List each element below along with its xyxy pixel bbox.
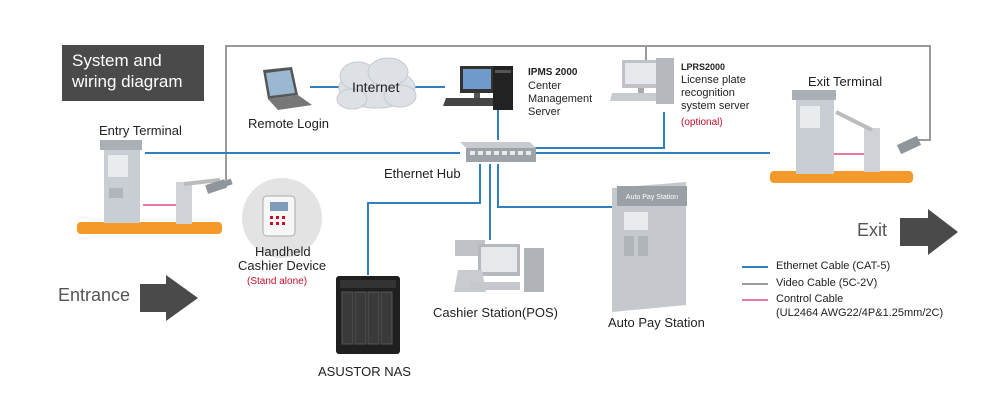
video-cable-lines xyxy=(225,45,931,180)
legend-ethernet-swatch xyxy=(742,266,768,268)
legend-video-label: Video Cable (5C-2V) xyxy=(776,277,878,289)
diagram-title-line2: wiring diagram xyxy=(72,72,183,91)
legend-video-swatch xyxy=(742,283,768,285)
laptop-icon xyxy=(263,67,312,110)
lprs-optional-note: (optional) xyxy=(681,117,723,128)
entry-terminal-icon xyxy=(77,140,233,234)
handheld-label-line1: Handheld xyxy=(255,244,311,259)
cashier-station-icon xyxy=(454,240,544,292)
ipms-line4: Server xyxy=(528,106,561,118)
handheld-standalone-note: (Stand alone) xyxy=(247,276,308,287)
lprs-name: LPRS2000 xyxy=(681,62,726,72)
ipms-name: IPMS 2000 xyxy=(528,67,578,78)
exit-terminal-label: Exit Terminal xyxy=(808,74,883,89)
lprs-line2: License plate xyxy=(681,74,746,86)
ipms-server-icon xyxy=(443,66,513,110)
legend-control-swatch xyxy=(742,299,768,301)
legend-control-spec: (UL2464 AWG22/4P&1.25mm/2C) xyxy=(776,307,944,319)
auto-pay-station-icon: Auto Pay Station xyxy=(612,182,687,312)
entrance-label: Entrance xyxy=(58,285,131,305)
ipms-line3: Management xyxy=(528,93,593,105)
handheld-device-icon xyxy=(242,178,322,258)
ethernet-hub-icon xyxy=(460,142,536,162)
cashier-station-label: Cashier Station(POS) xyxy=(433,305,558,320)
asustor-nas-icon xyxy=(336,276,400,354)
diagram-title-box: System and wiring diagram xyxy=(62,45,204,101)
legend-ethernet-label: Ethernet Cable (CAT-5) xyxy=(776,260,891,272)
entrance-arrow-icon xyxy=(140,275,198,321)
legend-control-label: Control Cable xyxy=(776,293,844,305)
lprs-line4: system server xyxy=(681,100,750,112)
internet-cloud xyxy=(336,57,417,110)
ipms-line2: Center xyxy=(528,80,562,92)
asustor-nas-label: ASUSTOR NAS xyxy=(318,364,411,379)
exit-label: Exit xyxy=(857,220,888,240)
internet-label: Internet xyxy=(352,79,400,95)
lprs-line3: recognition xyxy=(681,87,735,99)
ethernet-hub-label: Ethernet Hub xyxy=(384,166,461,181)
ethernet-cable-lines xyxy=(145,86,770,275)
exit-arrow-icon xyxy=(900,209,958,255)
auto-pay-sign: Auto Pay Station xyxy=(626,194,678,201)
handheld-label-line2: Cashier Device xyxy=(238,258,327,273)
entry-terminal-label: Entry Terminal xyxy=(99,123,182,138)
lprs-server-icon xyxy=(610,58,674,104)
exit-terminal-icon xyxy=(770,90,922,183)
remote-login-label: Remote Login xyxy=(248,116,329,131)
diagram-title-line1: System and xyxy=(72,51,162,70)
auto-pay-station-label: Auto Pay Station xyxy=(608,315,705,330)
